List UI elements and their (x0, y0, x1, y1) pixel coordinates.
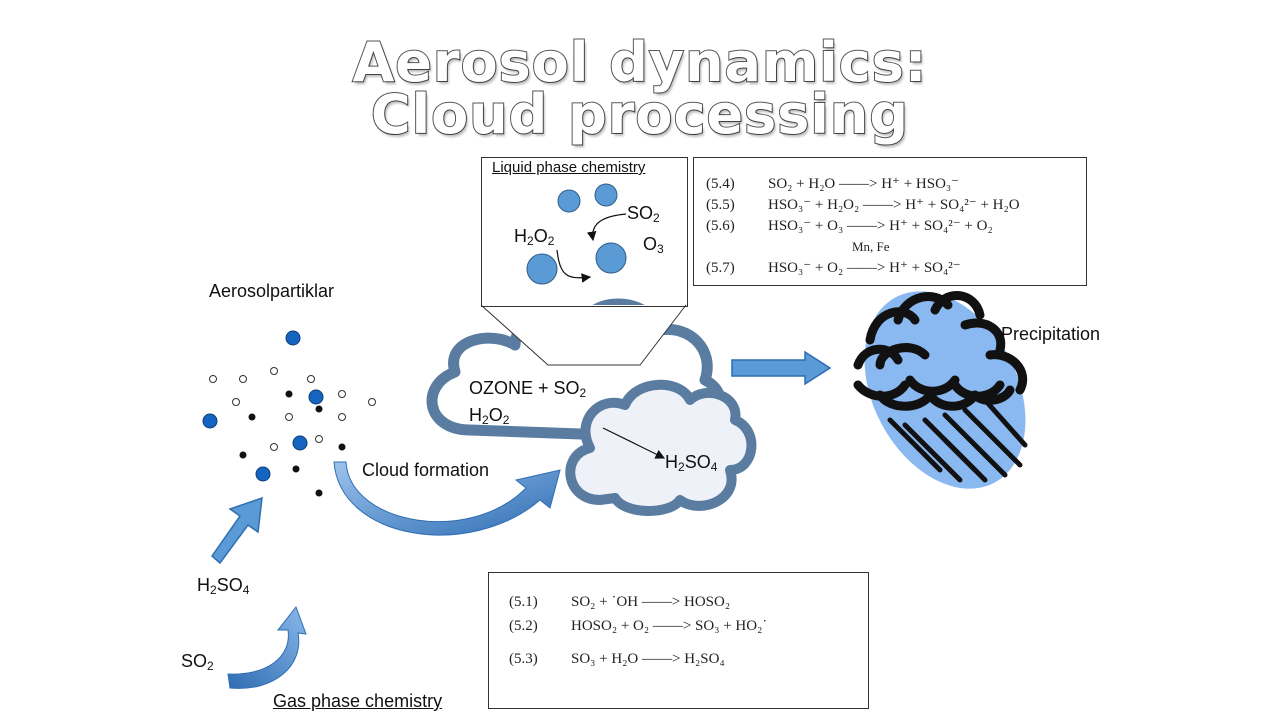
arrow-gas-curve (227, 605, 307, 689)
zoom-lines (480, 304, 687, 366)
title-line-2: Cloud processing (370, 83, 910, 146)
reaction-arrow (602, 427, 666, 459)
gas-so2-label: SO2 (181, 651, 214, 673)
gas-equations-box: (5.1)SO₂ + ˙OH ——> HOSO₂ (5.2)HOSO₂ + O₂… (488, 572, 869, 709)
liquid-o3-label: O3 (643, 234, 664, 256)
cloud-h2so4-label: H2SO4 (665, 452, 718, 474)
equation-5-4: (5.4)SO₂ + H₂O ——> H⁺ + HSO₃⁻ (706, 176, 960, 192)
equation-5-1: (5.1)SO₂ + ˙OH ——> HOSO₂ (509, 594, 731, 610)
title-line-1: Aerosol dynamics: (352, 31, 928, 94)
aerosol-particles-label: Aerosolpartiklar (209, 281, 335, 301)
liquid-equations-box: (5.4)SO₂ + H₂O ——> H⁺ + HSO₃⁻ (5.5)HSO₃⁻… (693, 157, 1087, 286)
cloud-formation-label: Cloud formation (362, 460, 490, 480)
aerosol-particles (202, 330, 376, 497)
equation-5-6: (5.6)HSO₃⁻ + O₃ ——> H⁺ + SO₄²⁻ + O₂ (706, 218, 993, 234)
equation-catalyst: Mn, Fe (852, 239, 890, 254)
arrow-cloud-formation (333, 461, 561, 536)
precipitation-label: Precipitation (1001, 324, 1101, 344)
gas-phase-label: Gas phase chemistry (273, 691, 443, 711)
liquid-phase-label: Liquid phase chemistry (492, 159, 646, 176)
gas-h2so4-label: H2SO4 (197, 575, 250, 597)
liquid-h2o2-label: H2O2 (514, 226, 555, 248)
equation-5-7: (5.7)HSO₃⁻ + O₂ ——> H⁺ + SO₄²⁻ (706, 260, 961, 276)
equation-5-5: (5.5)HSO₃⁻ + H₂O₂ ——> H⁺ + SO₄²⁻ + H₂O (706, 197, 1020, 213)
arrow-up-particles (210, 496, 263, 565)
ozone-so2-label: OZONE + SO2 (469, 378, 587, 400)
liquid-droplets (526, 183, 627, 285)
rain-cloud-icon (853, 290, 1028, 489)
liquid-so2-label: SO2 (627, 203, 660, 225)
equation-5-3: (5.3)SO₃ + H₂O ——> H₂SO₄ (509, 651, 725, 667)
cloud-front (565, 379, 757, 516)
arrow-to-precipitation (731, 350, 832, 386)
cloud-h2o2-label: H2O2 (469, 405, 510, 427)
liquid-phase-box (481, 157, 688, 307)
equation-5-2: (5.2)HOSO₂ + O₂ ——> SO₃ + HO₂˙ (509, 618, 768, 634)
